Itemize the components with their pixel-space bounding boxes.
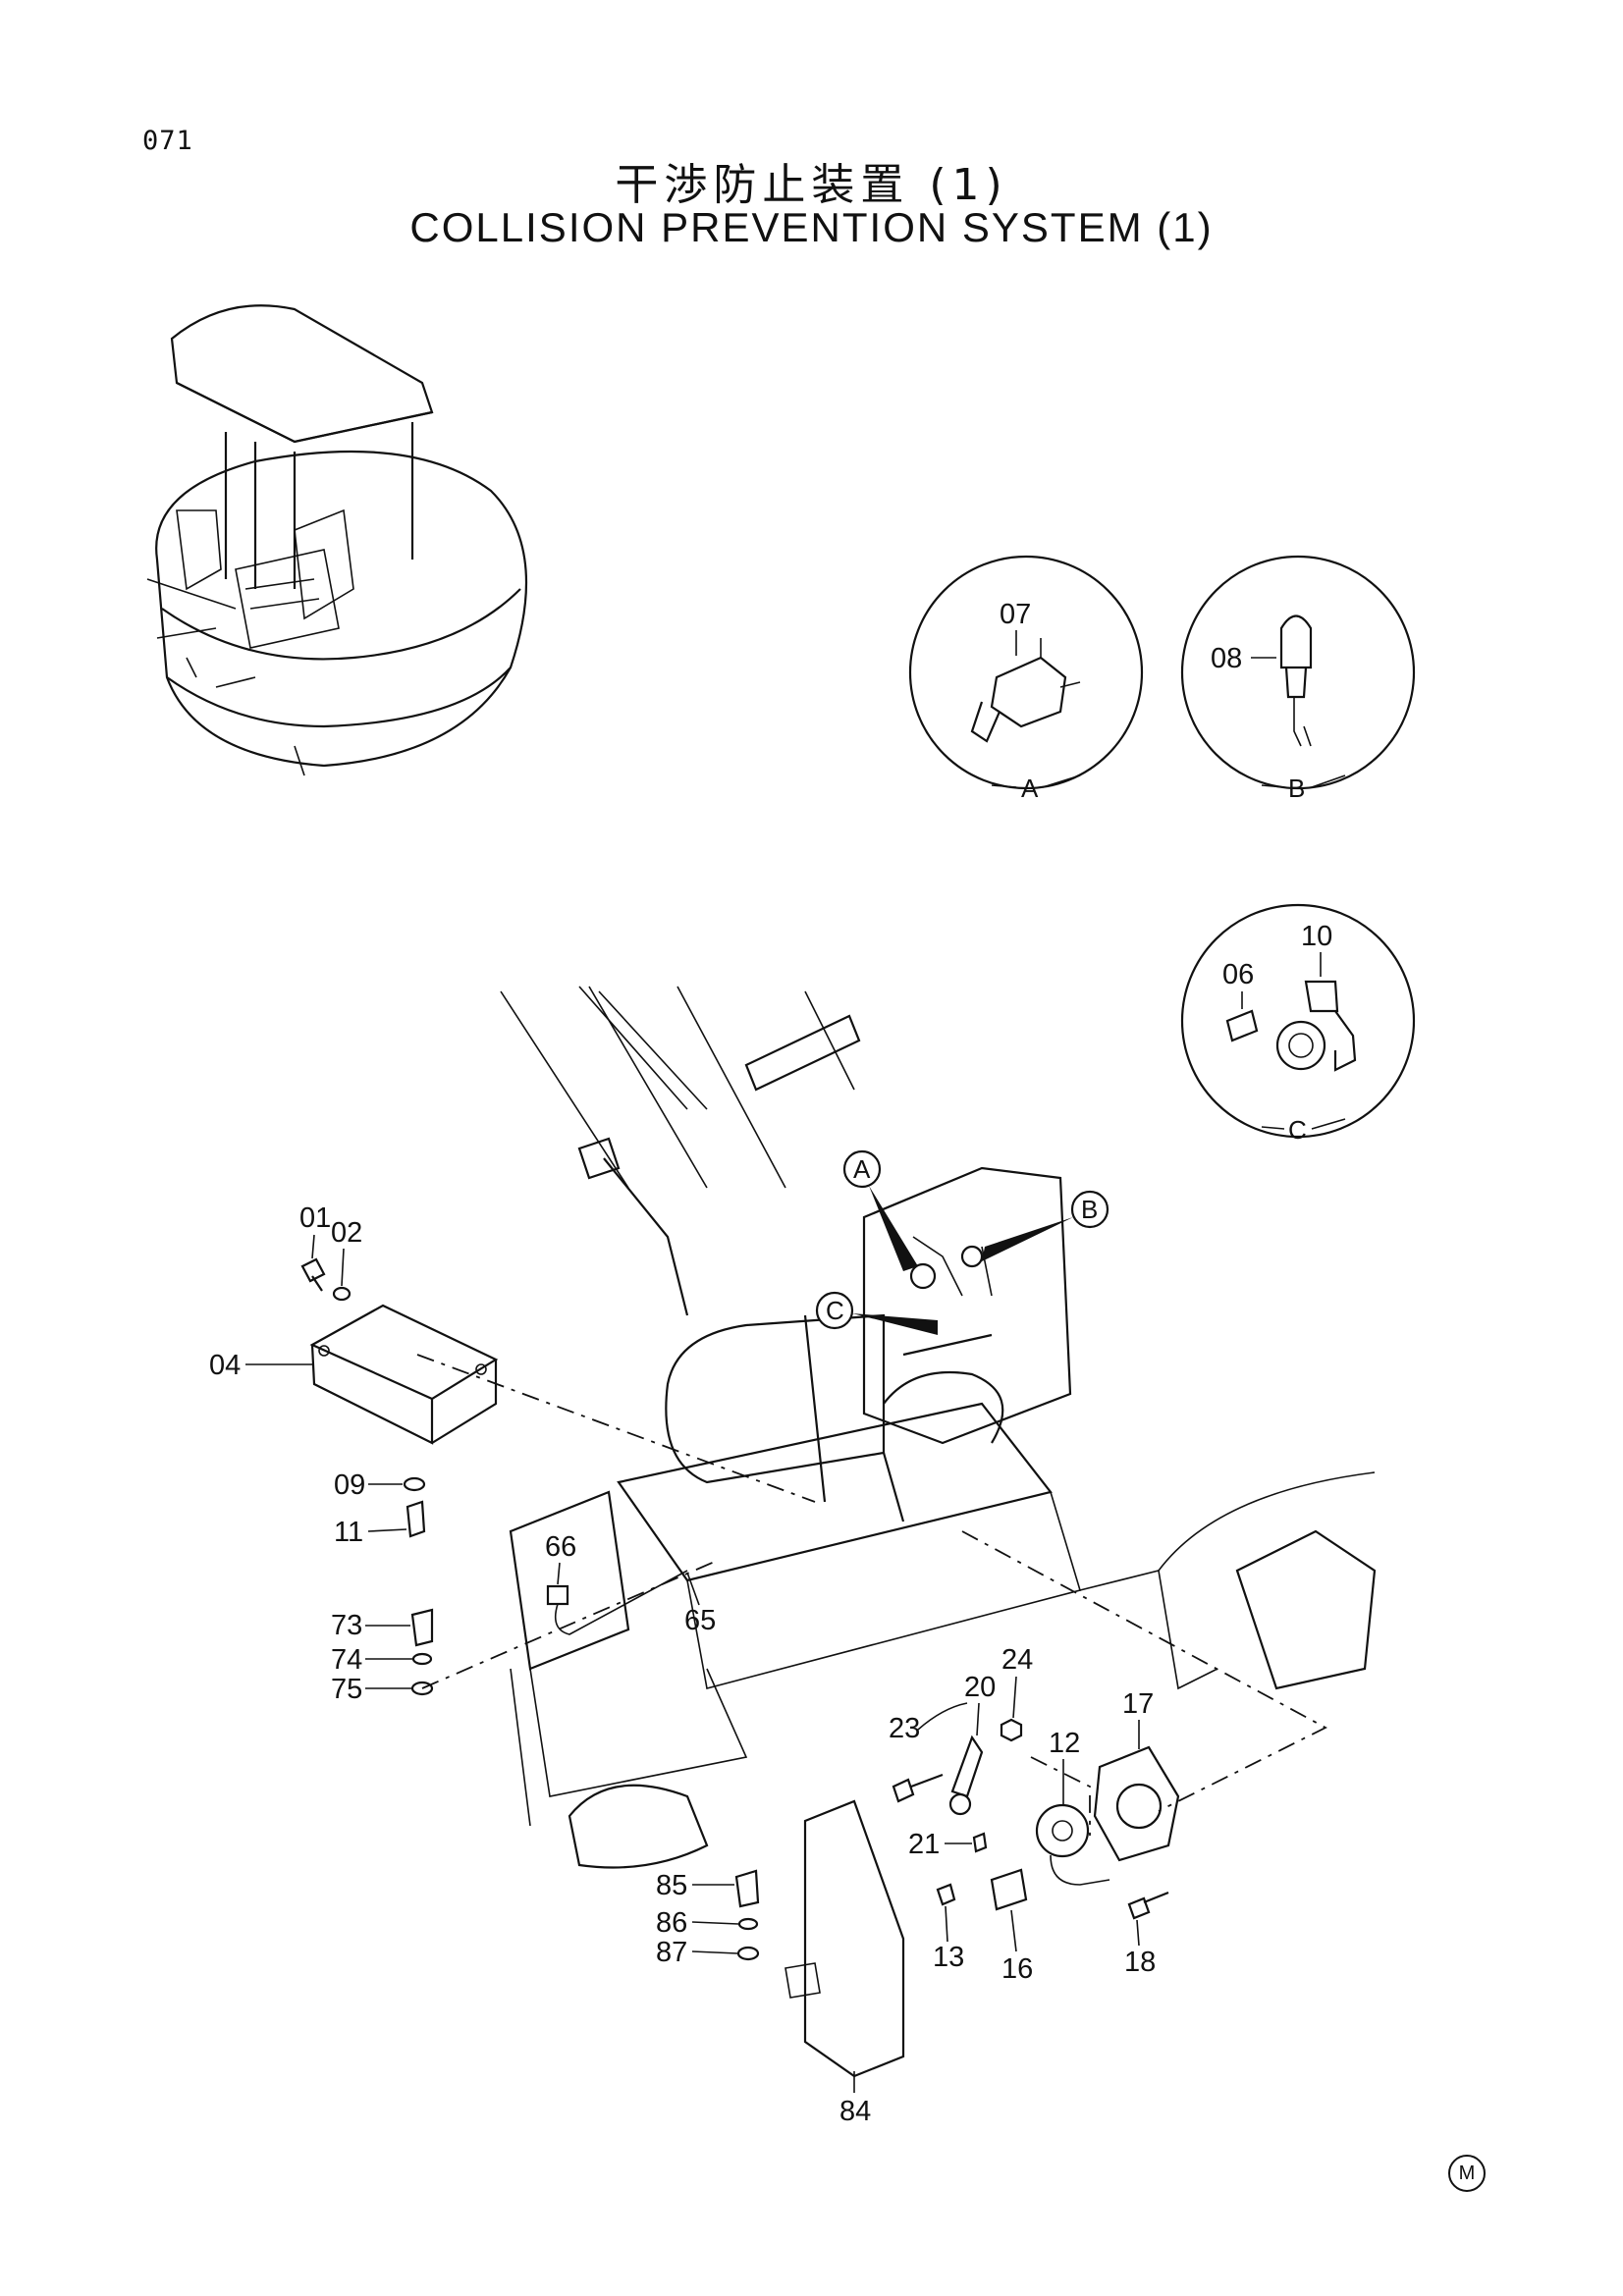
overview-machine-illustration	[146, 304, 528, 776]
part-label-74: 74	[331, 1644, 362, 1676]
nut-24	[1000, 1718, 1023, 1742]
detail-view-b: 08 B	[1180, 555, 1416, 803]
part-label-10: 10	[1301, 921, 1332, 952]
detail-view-c: 10 06 C	[1180, 903, 1416, 1145]
washer-09	[403, 1476, 426, 1492]
screw-13	[936, 1883, 956, 1906]
part-label-04: 04	[209, 1350, 241, 1381]
bolt-23	[892, 1773, 944, 1803]
title-english: COLLISION PREVENTION SYSTEM (1)	[409, 204, 1214, 250]
part-label-13: 13	[933, 1942, 964, 1973]
detail-c-letter: C	[1288, 1115, 1307, 1145]
connector-66	[546, 1570, 688, 1635]
part-label-84: 84	[839, 2096, 871, 2127]
part-label-06: 06	[1222, 959, 1254, 990]
main-assembly-illustration	[416, 986, 1377, 1869]
detail-b-letter: B	[1288, 774, 1305, 803]
part-label-85: 85	[656, 1870, 687, 1901]
screw-21	[972, 1832, 988, 1853]
part-label-18: 18	[1124, 1947, 1156, 1978]
part-label-65: 65	[684, 1605, 716, 1636]
bracket-16	[990, 1868, 1028, 1911]
bolt-11	[406, 1500, 426, 1538]
sensor-12	[1035, 1803, 1110, 1886]
part-label-66: 66	[545, 1531, 576, 1563]
washer-87	[736, 1946, 760, 1961]
bracket-04	[309, 1304, 499, 1445]
svg-text:C: C	[826, 1296, 844, 1325]
part-label-09: 09	[334, 1469, 365, 1501]
part-label-08: 08	[1211, 643, 1242, 674]
part-label-12: 12	[1049, 1728, 1080, 1759]
bolt-73	[410, 1608, 434, 1647]
part-label-16: 16	[1001, 1953, 1033, 1985]
detail-view-a: 07 A	[908, 555, 1144, 803]
part-label-02: 02	[331, 1217, 362, 1249]
part-label-20: 20	[964, 1672, 996, 1703]
lockwasher-74	[411, 1652, 433, 1666]
part-label-87: 87	[656, 1937, 687, 1968]
svg-text:A: A	[853, 1154, 871, 1184]
detail-a-letter: A	[1021, 774, 1039, 803]
bolt-85	[734, 1869, 760, 1908]
svg-text:B: B	[1081, 1195, 1098, 1224]
part-label-75: 75	[331, 1674, 362, 1705]
page-code: 071	[142, 126, 193, 156]
part-label-17: 17	[1122, 1688, 1154, 1720]
part-label-01: 01	[299, 1202, 331, 1234]
part-label-07: 07	[1000, 599, 1031, 630]
plate-84	[784, 1799, 905, 2078]
washer-75	[410, 1681, 434, 1696]
bolt-01	[300, 1257, 326, 1292]
part-label-86: 86	[656, 1907, 687, 1939]
part-label-24: 24	[1001, 1644, 1033, 1676]
main-callout-a: A	[842, 1149, 918, 1271]
main-callout-b: B	[982, 1190, 1109, 1261]
bracket-20	[948, 1735, 984, 1816]
part-label-21: 21	[908, 1829, 940, 1860]
title-japanese: 干渉防止装置 (1)	[615, 160, 1008, 210]
part-label-73: 73	[331, 1610, 362, 1641]
cover-17	[1093, 1745, 1180, 1862]
footer-mark: M	[1448, 2155, 1486, 2192]
lockwasher-86	[737, 1917, 759, 1931]
part-labels: 01 02 04 09 11 66 65 73 74 75 20 24 23 1…	[209, 1202, 1156, 2127]
washer-02	[332, 1286, 352, 1302]
part-label-11: 11	[334, 1517, 363, 1548]
part-label-23: 23	[889, 1713, 920, 1744]
screw-18	[1127, 1891, 1169, 1920]
main-callout-c: C	[815, 1291, 938, 1335]
